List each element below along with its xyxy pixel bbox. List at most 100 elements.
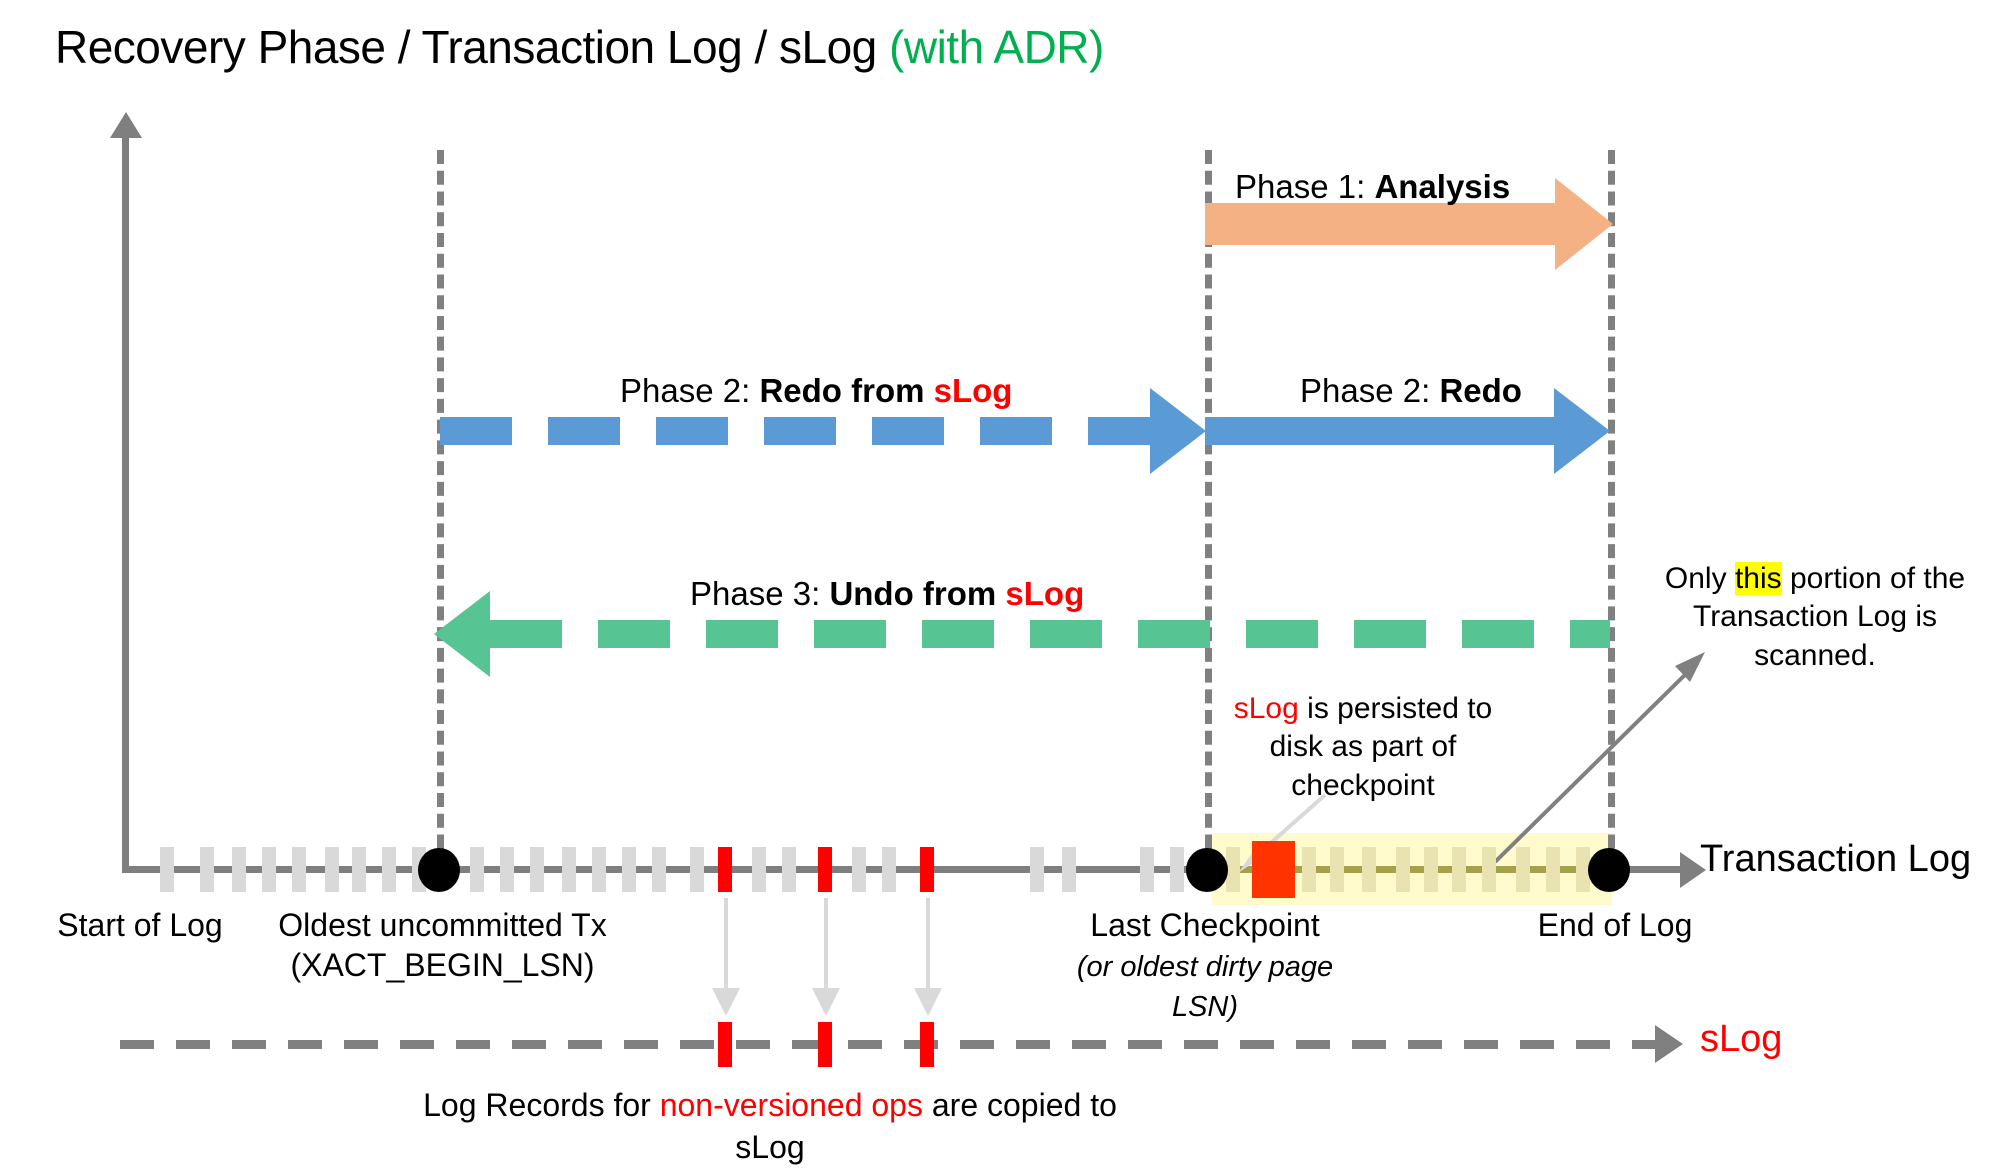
log-record	[1226, 847, 1240, 892]
log-record	[1396, 847, 1410, 892]
copy-to-slog-arrow-2	[812, 898, 840, 1016]
log-record	[160, 847, 174, 892]
log-record	[1330, 847, 1344, 892]
phase3-prefix: Phase 3:	[690, 575, 830, 612]
phase3-undo-from-slog-arrowhead	[434, 591, 490, 677]
log-record	[1546, 847, 1560, 892]
log-record	[325, 847, 339, 892]
scan-note-highlight: this	[1734, 562, 1782, 595]
vertical-axis-line	[122, 125, 129, 870]
log-record	[530, 847, 544, 892]
scanned-portion-annotation: Only this portion of the Transaction Log…	[1640, 560, 1990, 675]
log-record	[382, 847, 396, 892]
log-record	[292, 847, 306, 892]
log-record	[1140, 847, 1154, 892]
log-record	[1516, 847, 1530, 892]
transaction-log-axis-line-banded	[1212, 866, 1612, 873]
marker-dot-oldest-tx	[418, 848, 460, 892]
phase1-analysis-label: Phase 1: Analysis	[1235, 168, 1510, 206]
label-ckpt-sublabel: (or oldest dirty page LSN)	[1076, 951, 1334, 1024]
phase2-redo-arrowhead	[1554, 388, 1610, 474]
slog-copy-annotation: Log Records for non-versioned ops are co…	[420, 1085, 1120, 1168]
phase1-prefix: Phase 1:	[1235, 168, 1375, 205]
label-ckpt-text: Last Checkpoint	[1090, 907, 1320, 943]
log-record	[1170, 847, 1184, 892]
phase2b-prefix: Phase 2:	[1300, 372, 1440, 409]
checkpoint-slog-annotation: sLog is persisted to disk as part of che…	[1228, 690, 1498, 805]
guide-line-last-checkpoint	[1205, 150, 1212, 890]
label-oldest-uncommitted-tx: Oldest uncommitted Tx (XACT_BEGIN_LSN)	[250, 905, 635, 985]
page-title-adr: (with ADR)	[889, 21, 1104, 73]
page-title-main: Recovery Phase / Transaction Log / sLog	[55, 21, 890, 73]
log-record	[1030, 847, 1044, 892]
log-record	[1302, 847, 1316, 892]
page-title: Recovery Phase / Transaction Log / sLog …	[55, 20, 1104, 74]
label-end-text: End of Log	[1537, 907, 1693, 943]
phase1-analysis-arrowhead	[1555, 178, 1613, 270]
checkpoint-note-accent: sLog	[1233, 692, 1299, 725]
slog-note-accent: non-versioned ops	[659, 1087, 923, 1123]
log-record	[200, 847, 214, 892]
phase2-redo-from-slog-arrow-body	[440, 417, 1160, 445]
slog-record	[818, 1022, 832, 1067]
log-record	[882, 847, 896, 892]
label-slog-text: sLog	[1700, 1018, 1783, 1060]
transaction-log-axis-line	[122, 866, 1687, 873]
label-oldest-sublabel: (XACT_BEGIN_LSN)	[290, 947, 595, 983]
vertical-axis-arrowhead	[110, 112, 142, 138]
phase3-name: Undo from	[829, 575, 1006, 612]
log-record	[852, 847, 866, 892]
slog-record	[718, 1022, 732, 1067]
log-record	[690, 847, 704, 892]
log-record	[1482, 847, 1496, 892]
log-record	[232, 847, 246, 892]
phase1-analysis-arrow-body	[1205, 203, 1560, 245]
phase3-undo-from-slog-label: Phase 3: Undo from sLog	[690, 575, 1084, 613]
log-record	[1362, 847, 1376, 892]
log-record	[262, 847, 276, 892]
guide-line-end-of-log	[1608, 150, 1615, 890]
log-record	[1576, 847, 1590, 892]
checkpoint-note-rest: is persisted to disk as part of checkpoi…	[1269, 692, 1493, 802]
phase3-accent: sLog	[1005, 575, 1085, 612]
slog-axis-line	[120, 1040, 1660, 1049]
label-last-checkpoint: Last Checkpoint (or oldest dirty page LSN…	[1040, 905, 1370, 1026]
phase2-redo-label: Phase 2: Redo	[1300, 372, 1522, 410]
label-oldest-text: Oldest uncommitted Tx	[278, 907, 607, 943]
slog-record	[920, 1022, 934, 1067]
phase2a-accent: sLog	[933, 372, 1013, 409]
phase3-undo-from-slog-arrow-body	[490, 620, 1610, 648]
log-record	[470, 847, 484, 892]
log-record	[752, 847, 766, 892]
log-record	[562, 847, 576, 892]
phase1-name: Analysis	[1374, 168, 1511, 205]
guide-line-oldest-tx	[437, 150, 444, 890]
copy-to-slog-arrow-1	[712, 898, 740, 1016]
label-start-of-log: Start of Log	[10, 905, 270, 945]
log-record-nonversioned	[718, 847, 732, 892]
transaction-log-arrowhead	[1680, 852, 1706, 888]
label-slog-axis: sLog	[1700, 1018, 1782, 1061]
copy-to-slog-arrow-3	[914, 898, 942, 1016]
log-record-nonversioned	[818, 847, 832, 892]
phase2a-name: Redo from	[759, 372, 934, 409]
scanned-portion-leader-arrow	[1493, 652, 1705, 864]
log-record-nonversioned	[920, 847, 934, 892]
label-start-of-log-text: Start of Log	[57, 907, 223, 943]
scan-note-pre: Only	[1664, 562, 1735, 595]
phase2b-name: Redo	[1439, 372, 1522, 409]
marker-dot-end-of-log	[1588, 848, 1630, 892]
label-transaction-log-axis: Transaction Log	[1700, 838, 1972, 880]
marker-dot-last-checkpoint	[1186, 848, 1228, 892]
phase2-redo-from-slog-arrowhead	[1150, 388, 1206, 474]
log-record	[622, 847, 636, 892]
phase2-redo-arrow-body	[1205, 417, 1560, 445]
log-record	[592, 847, 606, 892]
log-record	[352, 847, 366, 892]
log-record	[1424, 847, 1438, 892]
log-record	[500, 847, 514, 892]
log-record	[652, 847, 666, 892]
log-record-slog-checkpoint	[1252, 841, 1295, 898]
phase2a-prefix: Phase 2:	[620, 372, 760, 409]
label-end-of-log: End of Log	[1490, 905, 1740, 945]
